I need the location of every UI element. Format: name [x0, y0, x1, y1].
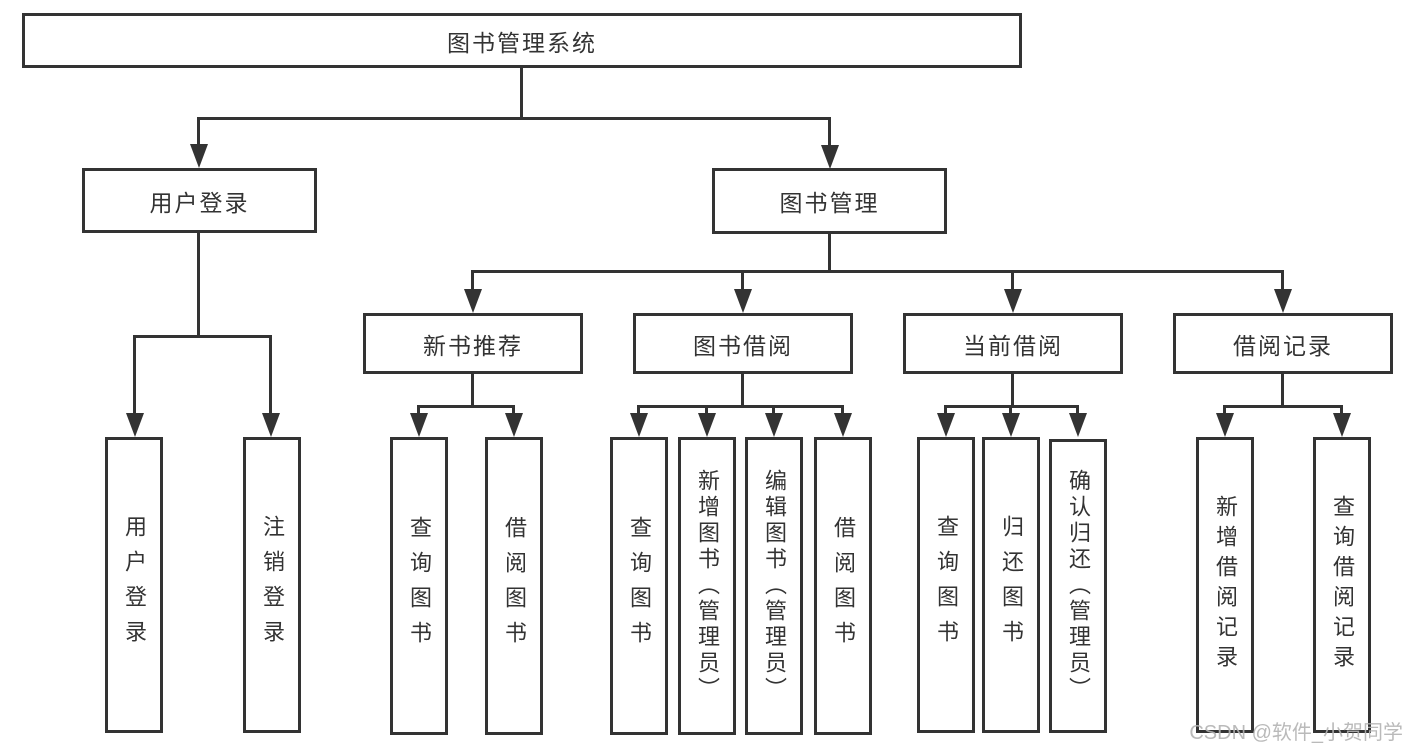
leaf-return-books: 归还图书	[982, 437, 1040, 733]
connector-drop-leaf	[512, 405, 515, 417]
node-new-books-label: 新书推荐	[423, 332, 523, 359]
connector-l2-rail	[471, 270, 1284, 273]
leaf-add-borrow-record: 新增借阅记录	[1196, 437, 1254, 733]
connector-mini-rail-new-books	[417, 405, 515, 408]
node-current-borrow: 当前借阅	[903, 313, 1123, 374]
arrowhead	[1069, 413, 1087, 437]
connector-stem	[1011, 374, 1014, 407]
leaf-label: 编辑图书（管理员）	[762, 469, 787, 703]
leaf-borrow-books: 借阅图书	[485, 437, 543, 735]
leaf-label: 借阅图书	[831, 516, 856, 656]
leaf-add-book-admin: 新增图书（管理员）	[678, 437, 736, 735]
leaf-borrow-books: 借阅图书	[814, 437, 872, 735]
leaf-label: 借阅图书	[502, 516, 527, 656]
arrowhead	[505, 413, 523, 437]
node-user-login: 用户登录	[82, 168, 317, 233]
connector-l1-rail	[197, 117, 831, 120]
leaf-logout: 注销登录	[243, 437, 301, 733]
leaf-label: 查询图书	[407, 516, 432, 656]
arrowhead	[410, 413, 428, 437]
arrowhead	[821, 145, 839, 169]
connector-mini-rail-book-borrow	[637, 405, 844, 408]
leaf-query-books: 查询图书	[610, 437, 668, 735]
connector-drop-leaf	[944, 405, 947, 417]
node-root-label: 图书管理系统	[447, 29, 597, 56]
arrowhead	[834, 413, 852, 437]
leaf-label: 归还图书	[999, 515, 1024, 655]
node-book-mgmt-label: 图书管理	[779, 190, 880, 216]
node-borrow-records-label: 借阅记录	[1233, 332, 1333, 359]
connector-drop-leaf	[1076, 405, 1079, 417]
connector-drop-new-books	[471, 270, 474, 292]
arrowhead	[630, 413, 648, 437]
leaf-label: 新增图书（管理员）	[695, 469, 720, 703]
arrowhead	[1216, 413, 1234, 437]
node-user-login-label: 用户登录	[149, 189, 250, 216]
leaf-user-login: 用户登录	[105, 437, 163, 733]
arrowhead	[262, 413, 280, 437]
connector-mini-rail-borrow-records	[1223, 405, 1343, 408]
arrowhead	[1274, 289, 1292, 313]
leaf-label: 用户登录	[122, 515, 147, 655]
leaf-label: 新增借阅记录	[1213, 495, 1238, 675]
connector-stem	[1281, 374, 1284, 407]
leaf-label: 确认归还（管理员）	[1066, 469, 1091, 703]
arrowhead	[190, 144, 208, 168]
node-borrow-records: 借阅记录	[1173, 313, 1393, 374]
connector-drop-leaf	[637, 405, 640, 417]
arrowhead	[1002, 413, 1020, 437]
connector-drop-borrow-records	[1281, 270, 1284, 292]
connector-drop-leaf	[1009, 405, 1012, 417]
connector-drop-book-borrow	[741, 270, 744, 292]
leaf-edit-book-admin: 编辑图书（管理员）	[745, 437, 803, 735]
leaf-label: 查询图书	[627, 516, 652, 656]
arrowhead	[1333, 413, 1351, 437]
connector-user-stem	[197, 233, 200, 337]
connector-drop-user-login	[197, 117, 200, 147]
connector-drop-leaf	[1223, 405, 1226, 417]
connector-drop-leaf	[1340, 405, 1343, 417]
arrowhead	[464, 289, 482, 313]
connector-drop-leaf	[417, 405, 420, 417]
connector-root-stem	[520, 68, 523, 119]
node-book-borrow-label: 图书借阅	[693, 332, 793, 359]
leaf-confirm-return-admin: 确认归还（管理员）	[1049, 439, 1107, 733]
arrowhead	[126, 413, 144, 437]
connector-drop-book-mgmt	[828, 117, 831, 148]
node-current-borrow-label: 当前借阅	[963, 332, 1063, 359]
connector-drop-leaf	[269, 335, 272, 415]
leaf-query-books: 查询图书	[390, 437, 448, 735]
connector-stem	[741, 374, 744, 407]
arrowhead	[698, 413, 716, 437]
leaf-label: 查询图书	[934, 515, 959, 655]
arrowhead	[765, 413, 783, 437]
connector-drop-leaf	[841, 405, 844, 417]
leaf-label: 查询借阅记录	[1330, 495, 1355, 675]
node-book-mgmt: 图书管理	[712, 168, 947, 234]
connector-user-rail	[133, 335, 272, 338]
connector-book-stem	[828, 234, 831, 272]
csdn-watermark: CSDN @软件_小贺同学	[1189, 722, 1403, 744]
arrowhead	[734, 289, 752, 313]
node-root: 图书管理系统	[22, 13, 1022, 68]
connector-drop-current-borrow	[1011, 270, 1014, 292]
connector-stem	[471, 374, 474, 407]
connector-drop-leaf	[772, 405, 775, 417]
arrowhead	[1004, 289, 1022, 313]
connector-drop-leaf	[133, 335, 136, 415]
connector-drop-leaf	[705, 405, 708, 417]
arrowhead	[937, 413, 955, 437]
node-new-books: 新书推荐	[363, 313, 583, 374]
node-book-borrow: 图书借阅	[633, 313, 853, 374]
leaf-query-books: 查询图书	[917, 437, 975, 733]
leaf-label: 注销登录	[260, 515, 285, 655]
leaf-query-borrow-record: 查询借阅记录	[1313, 437, 1371, 733]
